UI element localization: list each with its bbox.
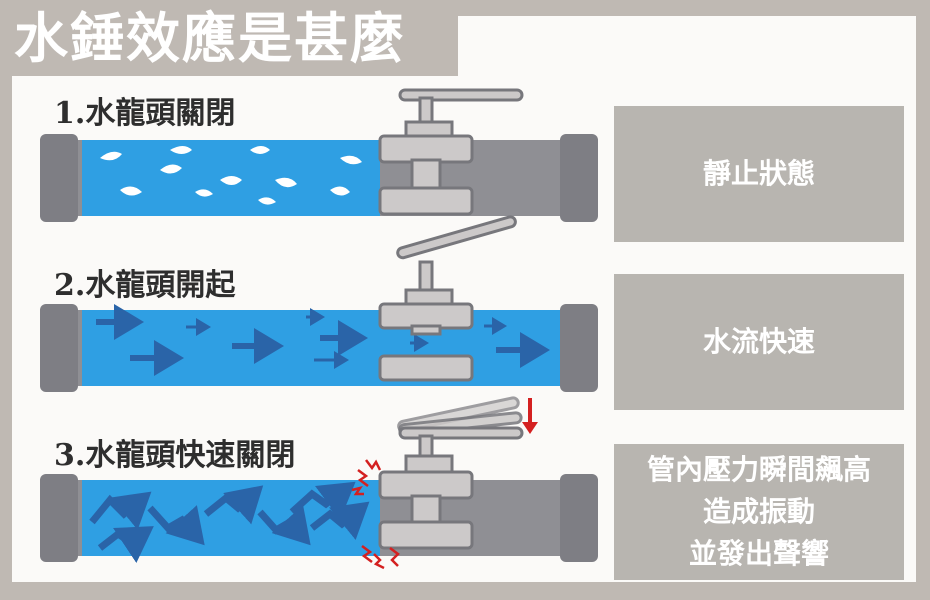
valve-handle-icon: [398, 426, 524, 440]
state-text-3-line-3: 並發出聲響: [688, 537, 829, 570]
state-box-2: 水流快速: [614, 274, 904, 410]
noise-burst-icon: [351, 459, 400, 570]
row-1-pipe: [40, 88, 598, 222]
page-title: 水錘效應是甚麼: [14, 6, 406, 70]
state-text-2: 水流快速: [702, 325, 815, 358]
down-arrow-icon: [522, 398, 538, 434]
row-2-valve: [378, 215, 517, 382]
zigzag-arrow-icon: [89, 481, 370, 564]
state-text-3-line-1: 管內壓力瞬間飆高: [646, 453, 871, 486]
row-2-pipe: [40, 215, 598, 392]
row-3-valve: [378, 396, 524, 550]
flow-arrow-icon: [96, 304, 550, 376]
valve-handle-icon: [396, 215, 517, 260]
step-2-label: 2.水龍頭開起: [54, 268, 236, 303]
row-1-valve: [378, 88, 524, 216]
title-tab: [0, 0, 458, 76]
row-2-water: [82, 310, 560, 386]
row-1-droplets: [100, 146, 362, 205]
state-box-1: 靜止狀態: [614, 106, 904, 242]
step-1-label: 1.水龍頭關閉: [54, 96, 236, 131]
state-text-3-line-2: 造成振動: [702, 495, 815, 528]
state-box-3: 管內壓力瞬間飆高 造成振動 並發出聲響: [614, 444, 904, 580]
state-text-1: 靜止狀態: [702, 157, 815, 190]
row-3-pipe: [40, 396, 598, 570]
step-3-label: 3.水龍頭快速關閉: [54, 438, 296, 473]
valve-handle-icon: [398, 88, 524, 102]
